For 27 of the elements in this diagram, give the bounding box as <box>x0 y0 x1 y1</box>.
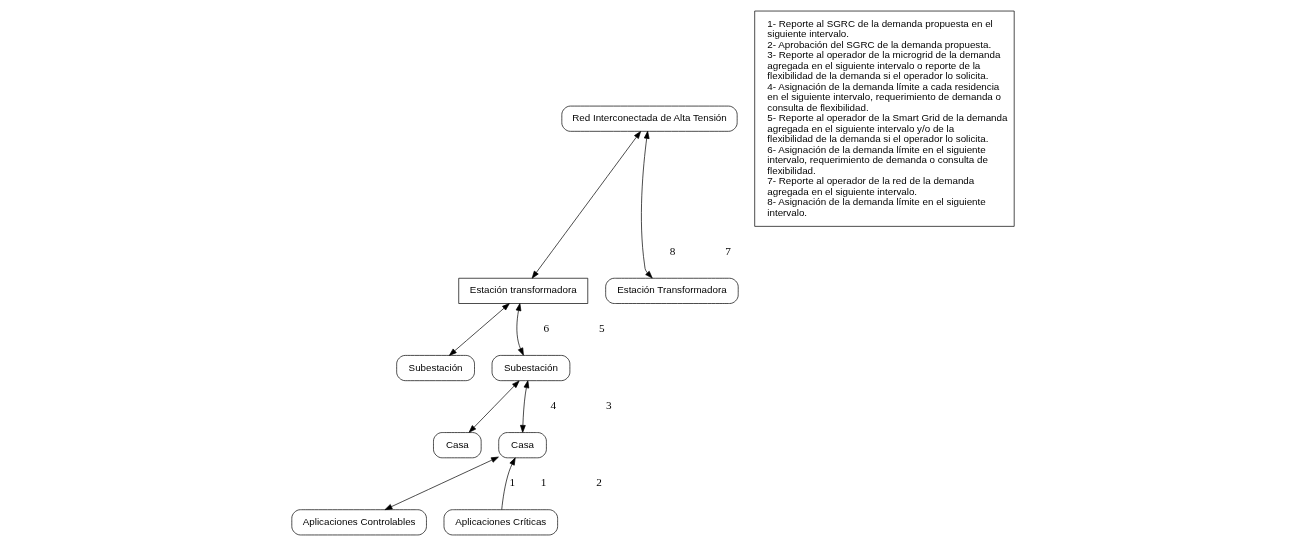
label: 6 <box>543 322 550 335</box>
node-box: Casa <box>498 432 547 459</box>
arrow <box>641 131 653 279</box>
node-box: Subestación <box>491 355 571 381</box>
label: 1 <box>540 476 547 489</box>
node-box: Estación transformadora <box>458 277 589 304</box>
label: 4 <box>550 399 557 412</box>
arrow <box>449 303 510 356</box>
arrow <box>384 456 499 510</box>
node-box: Casa <box>433 432 482 459</box>
label: 2 <box>596 476 602 489</box>
arrow <box>515 303 524 356</box>
label: 5 <box>599 322 605 335</box>
node-box: Estación Transformadora <box>605 277 739 304</box>
node-box: Aplicaciones Críticas <box>443 509 558 536</box>
label: 7 <box>725 244 731 257</box>
arrow <box>531 131 641 279</box>
label: 3 <box>606 399 612 412</box>
node-box: 1- Reporte al SGRC de la demanda propuesta en el siguiente intervalo. 2- Aprobación del SGRC de la demanda propuesta. 3- Reporte al operador de la microgrid de la demanda agregada en el siguiente intervalo o reporte de la flexibilidad de la demanda si el operador lo solicita. 4- Asignación de la demanda límite a cada residencia en el siguiente intervalo, requerimiento de demanda o consulta de flexibilidad. 5- Reporte al operador de la Smart Grid de la demanda agregada en el siguiente intervalo y/o de la flexibilidad de la demanda si el operador lo solicita. 6- Asignación de la demanda límite en el siguiente intervalo, requerimiento de demanda o consulta de flexibilidad. 7- Reporte al operador de la red de la demanda agregada en el siguiente intervalo. 8- Asignación de la demanda límite en el siguiente intervalo. <box>754 10 1015 227</box>
label: 8 <box>669 244 676 257</box>
node-box: Aplicaciones Controlables <box>291 509 427 536</box>
arrow <box>501 457 516 510</box>
node-box: Red Interconectada de Alta Tensión <box>561 105 738 132</box>
edge-label: 1 <box>509 476 516 489</box>
arrow <box>468 380 520 433</box>
node-box: Subestación <box>396 355 475 381</box>
arrow <box>520 380 530 433</box>
